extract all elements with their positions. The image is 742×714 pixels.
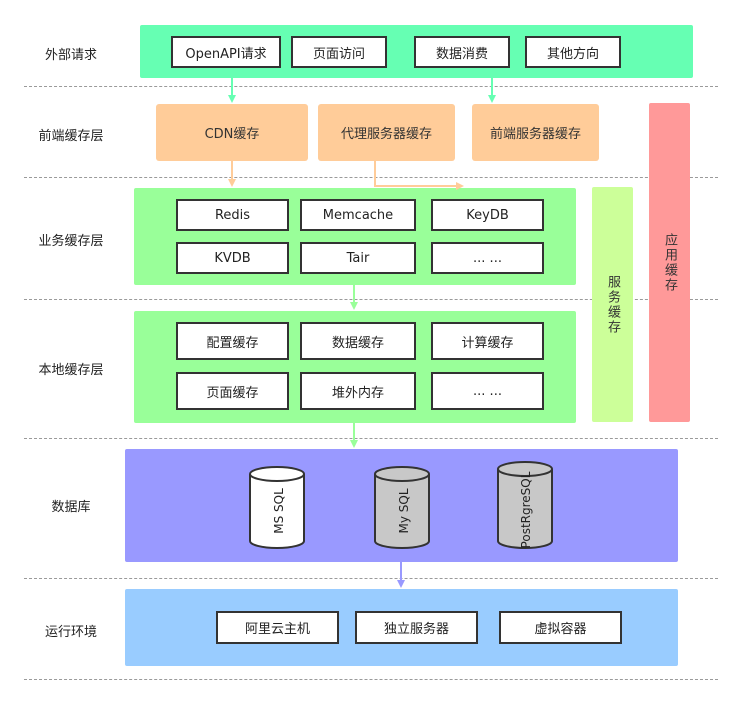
business-item-redis: Redis [176,199,289,231]
local-item-more: ... ... [431,372,544,410]
service-cache-panel: 服务缓存 [592,187,633,422]
row-label-business-cache: 业务缓存层 [38,234,104,249]
separator-6 [24,679,718,680]
database-cylinder-postgresql: PostRgreSQL [497,461,553,549]
database-label-mysql: My SQL [397,488,411,533]
app-cache-label: 应用缓存 [662,232,677,293]
separator-2 [24,177,718,178]
external-item-data-consume: 数据消费 [414,36,510,68]
frontend-cdn-cache: CDN缓存 [156,104,308,161]
database-label-mssql: MS SQL [272,488,286,534]
row-label-database: 数据库 [51,500,91,515]
row-label-local-cache: 本地缓存层 [38,363,104,378]
separator-3 [24,299,718,300]
database-cylinder-mysql: My SQL [374,466,430,549]
database-cylinder-mssql: MS SQL [249,466,305,549]
business-item-memcache: Memcache [300,199,416,231]
external-item-other: 其他方向 [525,36,621,68]
business-item-more: ... ... [431,242,544,274]
runtime-item-aliyun-host: 阿里云主机 [216,611,339,644]
external-item-openapi: OpenAPI请求 [171,36,281,68]
row-label-runtime: 运行环境 [44,625,97,640]
frontend-server-cache: 前端服务器缓存 [472,104,599,161]
business-item-kvdb: KVDB [176,242,289,274]
database-label-postgresql: PostRgreSQL [519,471,533,548]
external-item-page-visit: 页面访问 [291,36,387,68]
app-cache-panel: 应用缓存 [649,103,690,422]
business-item-tair: Tair [300,242,416,274]
business-item-keydb: KeyDB [431,199,544,231]
local-item-offheap-memory: 堆外内存 [300,372,416,410]
row-label-external: 外部请求 [44,48,97,63]
separator-5 [24,578,718,579]
local-item-config-cache: 配置缓存 [176,322,289,360]
local-item-page-cache: 页面缓存 [176,372,289,410]
runtime-item-virtual-container: 虚拟容器 [499,611,622,644]
arrow-proxy-to-service-cache [374,161,464,190]
runtime-item-dedicated-server: 独立服务器 [355,611,478,644]
separator-1 [24,86,718,87]
frontend-proxy-cache: 代理服务器缓存 [318,104,455,161]
row-label-frontend-cache: 前端缓存层 [38,129,104,144]
local-item-data-cache: 数据缓存 [300,322,416,360]
local-item-compute-cache: 计算缓存 [431,322,544,360]
service-cache-label: 服务缓存 [605,274,620,335]
separator-4 [24,438,718,439]
